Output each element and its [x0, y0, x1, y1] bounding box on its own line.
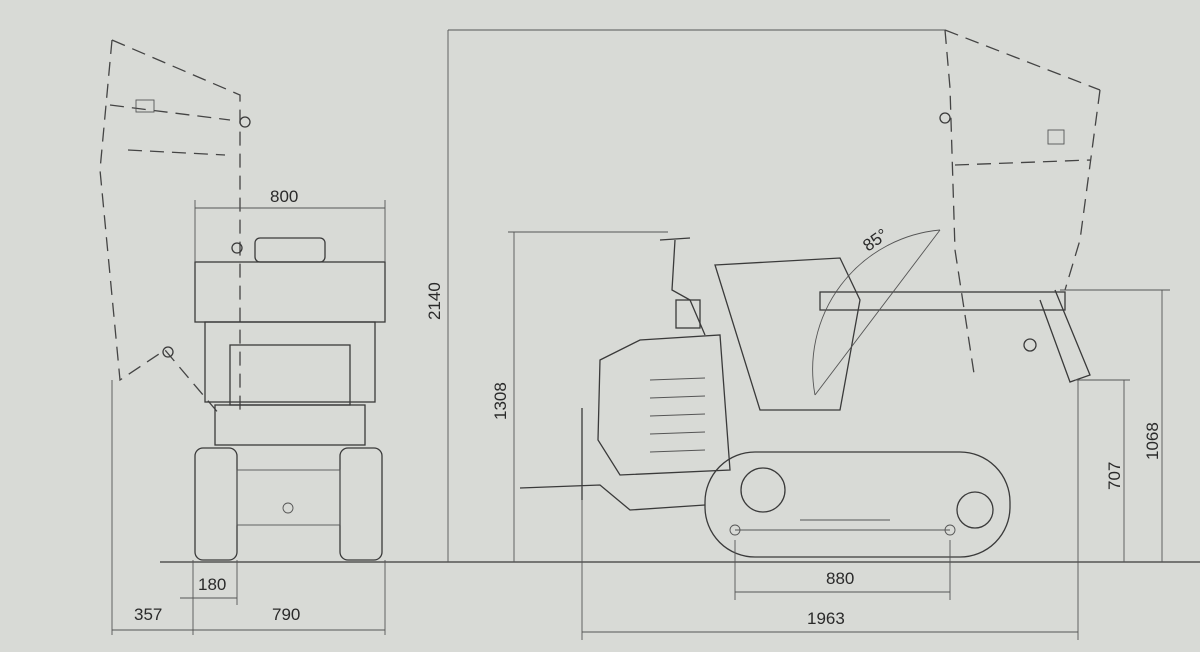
dim-85-angle: 85°	[859, 225, 891, 255]
side-view: 85° 1308 1068 707 880 1963	[491, 29, 1170, 640]
dim-790: 790	[272, 605, 300, 624]
dim-880: 880	[826, 569, 854, 588]
dim-707: 707	[1105, 462, 1124, 490]
dim-180: 180	[198, 575, 226, 594]
front-view: 800 180 357 790	[99, 39, 386, 635]
dim-800: 800	[270, 187, 298, 206]
dim-357: 357	[134, 605, 162, 624]
dim-1068: 1068	[1143, 422, 1162, 460]
dim-2140: 2140	[425, 282, 444, 320]
dim-1308: 1308	[491, 382, 510, 420]
dim-1963: 1963	[807, 609, 845, 628]
dim-line-2140	[447, 29, 945, 562]
